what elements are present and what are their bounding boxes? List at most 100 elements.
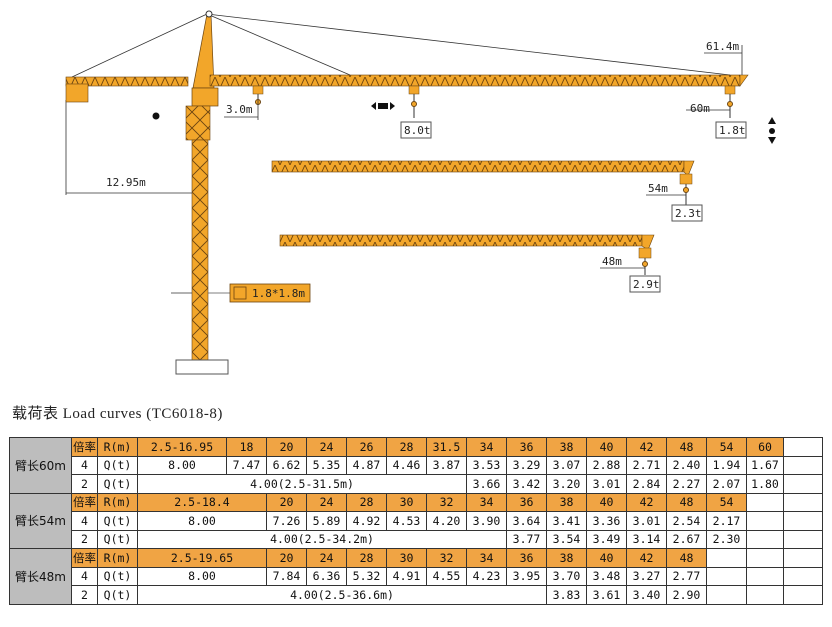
load-cell: 1.94	[706, 455, 747, 475]
radius-cell: 28	[346, 548, 387, 568]
mast-upper	[185, 105, 211, 141]
load-cell	[746, 529, 784, 549]
load-cell: 7.84	[266, 566, 307, 586]
radius-cell: 48	[666, 548, 707, 568]
load-cell: 4.00(2.5-31.5m)	[137, 474, 467, 494]
load-cell: 3.61	[586, 585, 627, 605]
load-cell: 4.23	[466, 566, 507, 586]
radius-cell: 30	[386, 548, 427, 568]
radius-cell: 20	[266, 548, 307, 568]
load-cell: 3.83	[546, 585, 587, 605]
load-cell: 4.92	[346, 511, 387, 531]
load-cell: 2	[71, 474, 98, 494]
load-cell: 8.00	[137, 511, 267, 531]
radius-cell: 倍率	[71, 437, 98, 457]
tie-ropes	[65, 13, 731, 195]
load-cell: 2	[71, 585, 98, 605]
tip-load-48m-label: 2.9t	[633, 278, 660, 291]
load-cell: 3.70	[546, 566, 587, 586]
radius-48m-label: 48m	[602, 255, 622, 268]
load-cell: 3.53	[466, 455, 507, 475]
hoist-direction-icon	[768, 117, 776, 144]
load-cell: Q(t)	[97, 585, 138, 605]
radius-cell: 36	[506, 548, 547, 568]
radius-cell: 30	[386, 492, 427, 512]
mast-section-label: 1.8*1.8m	[252, 287, 305, 300]
operator-cab	[191, 87, 219, 107]
load-cell: 3.01	[626, 511, 667, 531]
load-cell: 3.77	[506, 529, 547, 549]
load-cell: 2.17	[706, 511, 747, 531]
load-cell: 3.54	[546, 529, 587, 549]
load-cell: 8.00	[137, 566, 267, 586]
load-cell: 2.84	[626, 474, 667, 494]
load-cell: 7.47	[226, 455, 267, 475]
mast-section-box	[229, 283, 311, 303]
radius-cell: 34	[466, 548, 507, 568]
radius-cell: 40	[586, 548, 627, 568]
radius-cell: 20	[266, 437, 307, 457]
radius-cell: 20	[266, 492, 307, 512]
radius-cell	[746, 548, 784, 568]
trolley-load-label: 8.0t	[404, 124, 431, 137]
rotation-dot-icon	[152, 112, 160, 120]
radius-cell: 38	[546, 548, 587, 568]
radius-cell: R(m)	[97, 548, 138, 568]
radius-cell: R(m)	[97, 492, 138, 512]
jib-length-cell: 臂长48m	[9, 548, 72, 605]
hook-54m	[679, 173, 693, 205]
load-cell	[783, 455, 823, 475]
radius-cell: 31.5	[426, 437, 467, 457]
load-cell: 4.00(2.5-36.6m)	[137, 585, 547, 605]
load-cell: 4.46	[386, 455, 427, 475]
jib-length-cell: 臂长60m	[9, 437, 72, 494]
radius-cell	[783, 492, 823, 512]
load-cell: 1.67	[746, 455, 784, 475]
hook-48m	[638, 247, 652, 275]
load-cell: 2	[71, 529, 98, 549]
load-cell: 3.95	[506, 566, 547, 586]
jib-60m	[209, 74, 741, 87]
load-cell: 4.87	[346, 455, 387, 475]
hook-trolley	[408, 85, 420, 118]
load-cell	[783, 566, 823, 586]
radius-cell: R(m)	[97, 437, 138, 457]
load-cell: 2.30	[706, 529, 747, 549]
dimension-lines	[66, 45, 743, 294]
load-cell	[746, 585, 784, 605]
mast	[191, 139, 209, 361]
trolley-travel-icon	[371, 102, 395, 110]
crane-diagram: 61.4m 3.0m 8.0t 60m 1.8t 12.95m 54m 2.3t…	[65, 10, 776, 375]
tip-load-54m-label: 2.3t	[675, 207, 702, 220]
load-cell	[706, 566, 747, 586]
load-cell: Q(t)	[97, 455, 138, 475]
radius-cell: 24	[306, 492, 347, 512]
tower-top-pin	[205, 10, 213, 18]
radius-cell: 32	[426, 492, 467, 512]
load-cell: Q(t)	[97, 511, 138, 531]
load-cell: 3.36	[586, 511, 627, 531]
load-cell: 1.80	[746, 474, 784, 494]
load-cell: 3.41	[546, 511, 587, 531]
load-cell: 3.29	[506, 455, 547, 475]
load-cell: 2.27	[666, 474, 707, 494]
load-cell	[746, 566, 784, 586]
load-cell: 3.49	[586, 529, 627, 549]
radius-cell: 40	[586, 492, 627, 512]
radius-cell: 42	[626, 437, 667, 457]
hook-60m	[724, 85, 736, 118]
load-cell: 3.90	[466, 511, 507, 531]
load-cell: 4.53	[386, 511, 427, 531]
load-cell: 4	[71, 455, 98, 475]
counter-weight	[65, 83, 89, 103]
radius-cell: 倍率	[71, 548, 98, 568]
jib-54m	[271, 160, 685, 173]
load-cell: 4.55	[426, 566, 467, 586]
radius-cell: 2.5-19.65	[137, 548, 267, 568]
load-cell: Q(t)	[97, 529, 138, 549]
